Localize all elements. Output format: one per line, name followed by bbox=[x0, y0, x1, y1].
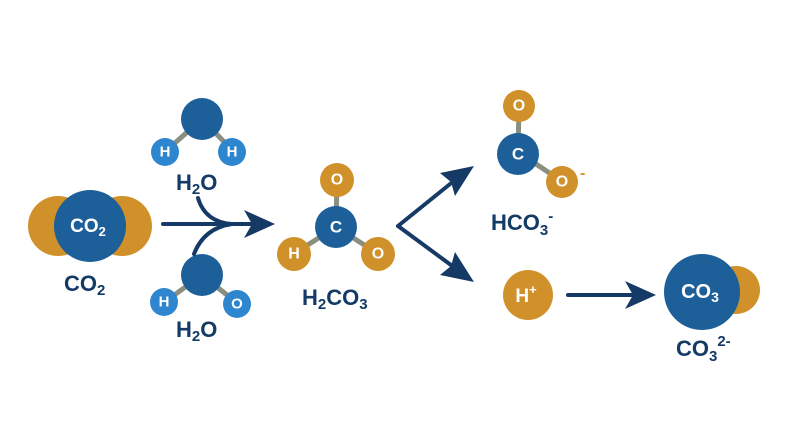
water-top-h-right-label: H bbox=[227, 144, 238, 161]
water-bottom-o-label: O bbox=[231, 296, 243, 313]
split-arrows bbox=[396, 166, 474, 282]
proton-ion: H+ bbox=[503, 270, 553, 320]
merge-arrow bbox=[161, 196, 275, 256]
h2co3-caption-subscript-2: 3 bbox=[359, 296, 367, 313]
carbonic-acid-molecule: O C H O bbox=[277, 163, 395, 271]
hco3-caption: HCO3- bbox=[491, 208, 553, 239]
water-top-hydrogen-right bbox=[218, 138, 246, 166]
water-bottom-hydrogen bbox=[150, 288, 178, 316]
water-bottom-caption-subscript: 2 bbox=[192, 328, 200, 345]
h2co3-oxygen-top bbox=[320, 163, 354, 197]
h2co3-hydrogen bbox=[277, 237, 311, 271]
hco3-carbon bbox=[497, 133, 539, 175]
merge-arrow-bottom-curve bbox=[192, 222, 234, 256]
proton-circle bbox=[503, 270, 553, 320]
co2-molecule: CO2 bbox=[28, 190, 152, 262]
water-top-h-left-label: H bbox=[160, 144, 171, 161]
hco3-oxygen-charge: - bbox=[580, 165, 585, 182]
proton-arrow-head bbox=[625, 281, 656, 309]
water-top-caption: H2O bbox=[176, 170, 217, 198]
h2co3-o-top-label: O bbox=[331, 172, 343, 189]
co2-caption-subscript: 2 bbox=[97, 282, 105, 299]
h2co3-caption-subscript-1: 2 bbox=[318, 296, 326, 313]
carbonate-center-label: CO3 bbox=[681, 281, 719, 305]
hco3-o-top-label: O bbox=[513, 98, 525, 115]
hco3-oxygen-top bbox=[503, 90, 535, 122]
water-top-oxygen bbox=[181, 98, 223, 140]
water-molecule-bottom: H O bbox=[150, 254, 251, 318]
hco3-caption-subscript: 3 bbox=[540, 222, 548, 239]
h2co3-oxygen-right bbox=[361, 237, 395, 271]
split-arrow-upper-line bbox=[396, 178, 457, 228]
co2-center-subscript: 2 bbox=[99, 224, 106, 239]
proton-label: H+ bbox=[515, 282, 537, 307]
hco3-c-label: C bbox=[512, 145, 524, 164]
bicarbonate-molecule: O C O - bbox=[497, 90, 585, 198]
hco3-o-right-label: O bbox=[556, 174, 568, 191]
carbonate-caption-superscript: 2- bbox=[717, 333, 730, 350]
hco3-oxygen-right bbox=[546, 166, 578, 198]
carbonate-caption: CO32- bbox=[676, 333, 731, 365]
h2co3-caption: H2CO3 bbox=[302, 285, 368, 313]
merge-arrow-head bbox=[244, 210, 275, 238]
water-top-hydrogen-left bbox=[151, 138, 179, 166]
h2co3-carbon bbox=[315, 206, 357, 248]
co2-center-label: CO2 bbox=[70, 216, 106, 239]
carbonate-molecule: CO3 bbox=[664, 254, 760, 330]
merge-arrow-top-curve bbox=[196, 196, 234, 226]
hco3-caption-superscript: - bbox=[548, 208, 553, 225]
split-arrow-lower-line bbox=[396, 224, 457, 270]
split-arrow-upper-head bbox=[440, 166, 474, 196]
co2-carbon bbox=[54, 190, 126, 262]
proton-to-carbonate-arrow bbox=[566, 281, 656, 309]
carbonate-caption-subscript: 3 bbox=[709, 348, 717, 365]
h2co3-o-right-label: O bbox=[372, 246, 384, 263]
carbonate-center bbox=[664, 254, 740, 330]
co2-caption: CO2 bbox=[64, 271, 105, 299]
water-top-caption-subscript: 2 bbox=[192, 181, 200, 198]
water-bottom-o-atom bbox=[223, 290, 251, 318]
water-bottom-caption: H2O bbox=[176, 317, 217, 345]
h2co3-h-label: H bbox=[288, 246, 300, 263]
water-molecule-top: H H bbox=[151, 98, 246, 166]
proton-superscript: + bbox=[529, 282, 537, 297]
h2co3-c-label: C bbox=[330, 218, 342, 237]
water-bottom-oxygen bbox=[181, 254, 223, 296]
water-bottom-h-label: H bbox=[159, 294, 170, 311]
split-arrow-lower-head bbox=[440, 252, 474, 282]
carbonate-center-subscript: 3 bbox=[711, 289, 719, 305]
